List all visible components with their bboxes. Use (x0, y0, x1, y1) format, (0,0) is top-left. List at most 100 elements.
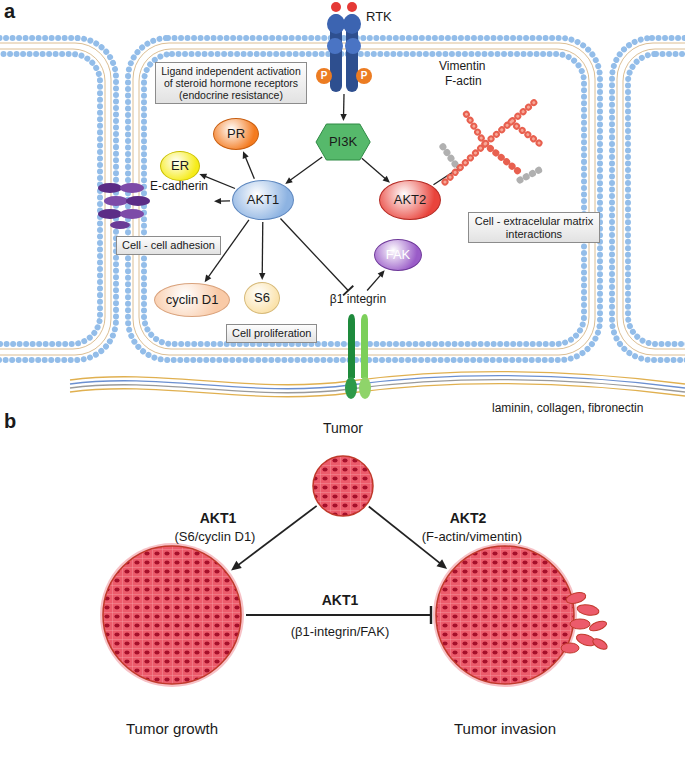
drawing-part (104, 196, 128, 206)
tumor-figure: Tumor growth (92, 540, 252, 755)
receptor-tyrosine-kinase: RTK (300, 0, 410, 96)
drawing-part (576, 603, 599, 617)
drawing-part (120, 183, 144, 193)
tumor-figure: Tumor (300, 420, 386, 520)
drawing-part (345, 38, 361, 54)
drawing-part (343, 14, 361, 34)
receptor-tyrosine-kinase-art (300, 0, 410, 96)
drawing-part (126, 196, 150, 206)
drawing-part (591, 637, 609, 652)
node-label: F-actin (445, 75, 482, 89)
drawing-part (103, 546, 241, 684)
connector (214, 198, 230, 204)
drawing-part (561, 591, 609, 653)
drawing-part (110, 221, 130, 229)
drawing-part (345, 377, 357, 399)
drawing-part (128, 38, 600, 360)
protein-ellipse: cyclin D1 (154, 283, 230, 317)
edge-label: AKT2 (450, 510, 487, 526)
drawing-part (465, 112, 485, 144)
arrow-head (214, 198, 221, 204)
node-label: Vimentin (439, 60, 485, 74)
node-label: Tumor growth (92, 720, 252, 737)
arrow-head (383, 176, 390, 183)
connector (243, 151, 255, 179)
drawing-part (100, 543, 244, 687)
connector (367, 270, 385, 290)
connector (280, 219, 353, 296)
integrin-receptor: β1 integrin (318, 292, 398, 408)
arrow-head (243, 151, 249, 159)
box-label: Ligand independent activation of steroid… (161, 65, 301, 101)
receptor-ellipse: ER (160, 151, 200, 181)
node-label: β1 integrin (318, 293, 398, 307)
arrow-head (285, 177, 293, 184)
arrow-head (340, 114, 346, 121)
drawing-part (511, 122, 543, 146)
drawing-part (133, 43, 595, 355)
box-label: Cell - extracelular matrix interactions (474, 215, 594, 240)
node-label: PR (227, 127, 245, 142)
connector-line (362, 158, 386, 179)
edge-label: AKT1 (200, 510, 237, 526)
drawing-part (485, 144, 519, 172)
node-label: E-cadherin (150, 180, 208, 194)
box-label: Cell proliferation (232, 327, 311, 340)
kinase-hexagon: PI3K (315, 123, 371, 161)
node-label: Tumor (300, 420, 386, 436)
kinase-ellipse: AKT1 (232, 180, 294, 220)
central-cell-membrane (128, 38, 600, 360)
drawing-part (617, 43, 685, 355)
drawing-part (433, 543, 577, 687)
drawing-part (144, 54, 584, 344)
drawing-part (465, 112, 485, 144)
node-label: AKT1 (247, 193, 280, 208)
node-label: AKT2 (394, 193, 427, 208)
cytoskeleton-filaments-art (425, 60, 550, 190)
arrow-head (378, 270, 385, 277)
extracellular-matrix (70, 372, 685, 397)
connector-line (367, 275, 381, 291)
connector (246, 606, 431, 624)
drawing-part (356, 68, 372, 84)
inhibition-bar (430, 606, 432, 624)
node-label: RTK (366, 10, 392, 25)
process-box: Cell - extracelular matrix interactions (468, 212, 600, 243)
e-cadherin-complex: E-cadherin (98, 176, 212, 230)
cytoskeleton-filaments: VimentinF-actin (425, 60, 550, 190)
drawing-part (441, 100, 543, 182)
node-label: ER (171, 159, 189, 174)
figure-label: (β1-integrin/FAK) (291, 625, 390, 640)
box-label: Cell - cell adhesion (122, 239, 215, 252)
figure-label: laminin, collagen, fibronectin (492, 402, 643, 416)
drawing-part (623, 49, 685, 349)
tumor-figure: Tumor invasion (420, 540, 610, 755)
connector-line (246, 614, 431, 616)
arrow-head (205, 275, 212, 283)
right-cell-membrane (612, 38, 685, 360)
connector-line (205, 176, 235, 188)
connector (259, 222, 265, 280)
drawing-part (70, 384, 685, 397)
protein-ellipse: S6 (244, 282, 280, 314)
connector-line (245, 156, 254, 178)
drawing-part (120, 209, 144, 219)
arrow-head (231, 561, 242, 571)
process-box: Ligand independent activation of steroid… (155, 62, 307, 104)
drawing-part (570, 619, 590, 629)
drawing-part (445, 100, 537, 182)
connector (340, 94, 346, 121)
drawing-part (359, 377, 371, 399)
connector-line (220, 200, 230, 202)
kinase-ellipse: AKT2 (379, 180, 441, 220)
connector (285, 157, 322, 184)
drawing-part (98, 209, 122, 219)
node-label: FAK (386, 248, 411, 263)
left-cell-membrane (0, 38, 116, 360)
node-label: S6 (254, 291, 270, 306)
arrow-head (436, 559, 447, 569)
drawing-part (0, 54, 100, 344)
figure-label: P (321, 70, 328, 82)
